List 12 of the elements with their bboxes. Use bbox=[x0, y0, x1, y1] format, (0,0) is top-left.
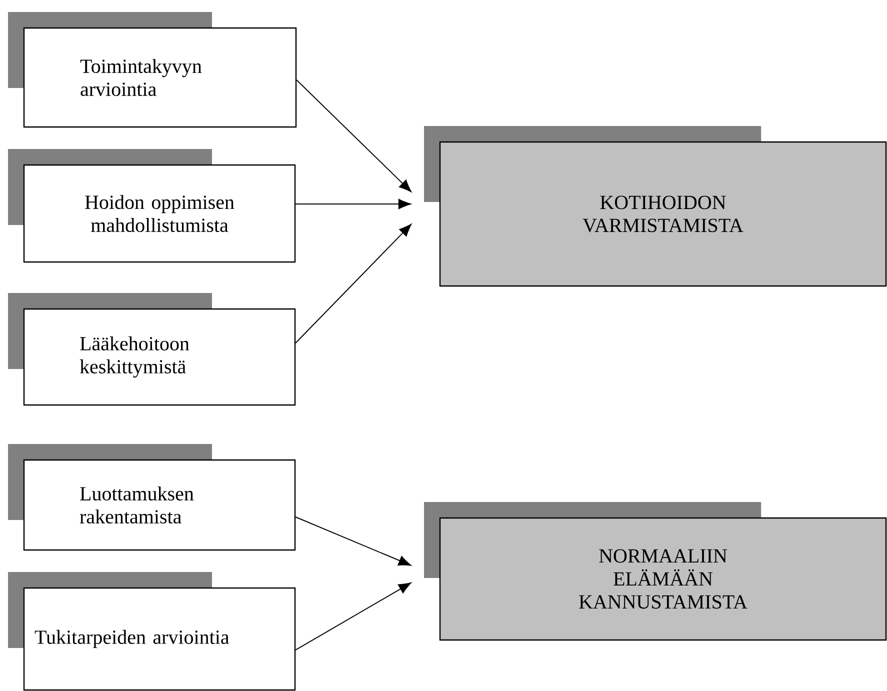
shadowed-box: Lääkehoitoon keskittymistä bbox=[8, 293, 296, 406]
shadowed-box: NORMAALIIN ELÄMÄÄN KANNUSTAMISTA bbox=[424, 502, 887, 641]
shadowed-box: KOTIHOIDON VARMISTAMISTA bbox=[424, 126, 887, 287]
arrow bbox=[295, 224, 412, 344]
shadowed-box: Tukitarpeiden arviointia bbox=[8, 572, 296, 691]
arrow bbox=[295, 198, 411, 210]
arrow bbox=[295, 582, 412, 650]
shadowed-box: Hoidon oppimisen mahdollistumista bbox=[8, 149, 296, 263]
shadowed-box: Luottamuksen rakentamista bbox=[8, 444, 296, 551]
arrow bbox=[296, 80, 412, 192]
arrow bbox=[295, 516, 412, 566]
shadowed-box: Toimintakyvyn arviointia bbox=[8, 12, 297, 128]
